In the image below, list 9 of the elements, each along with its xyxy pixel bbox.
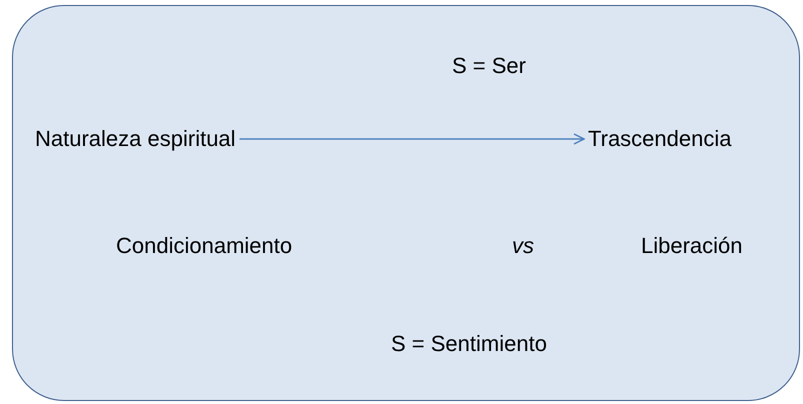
text-label: S = Ser (452, 53, 526, 79)
rounded-panel (12, 5, 800, 401)
text-label: Liberación (641, 233, 743, 259)
arrow (240, 133, 585, 145)
concept-label: Trascendencia (588, 124, 732, 154)
text-label: vs (512, 233, 534, 259)
concept-label: Naturaleza espiritual (35, 124, 236, 154)
text-label: S = Sentimiento (391, 331, 547, 357)
text-label: Condicionamiento (116, 233, 292, 259)
